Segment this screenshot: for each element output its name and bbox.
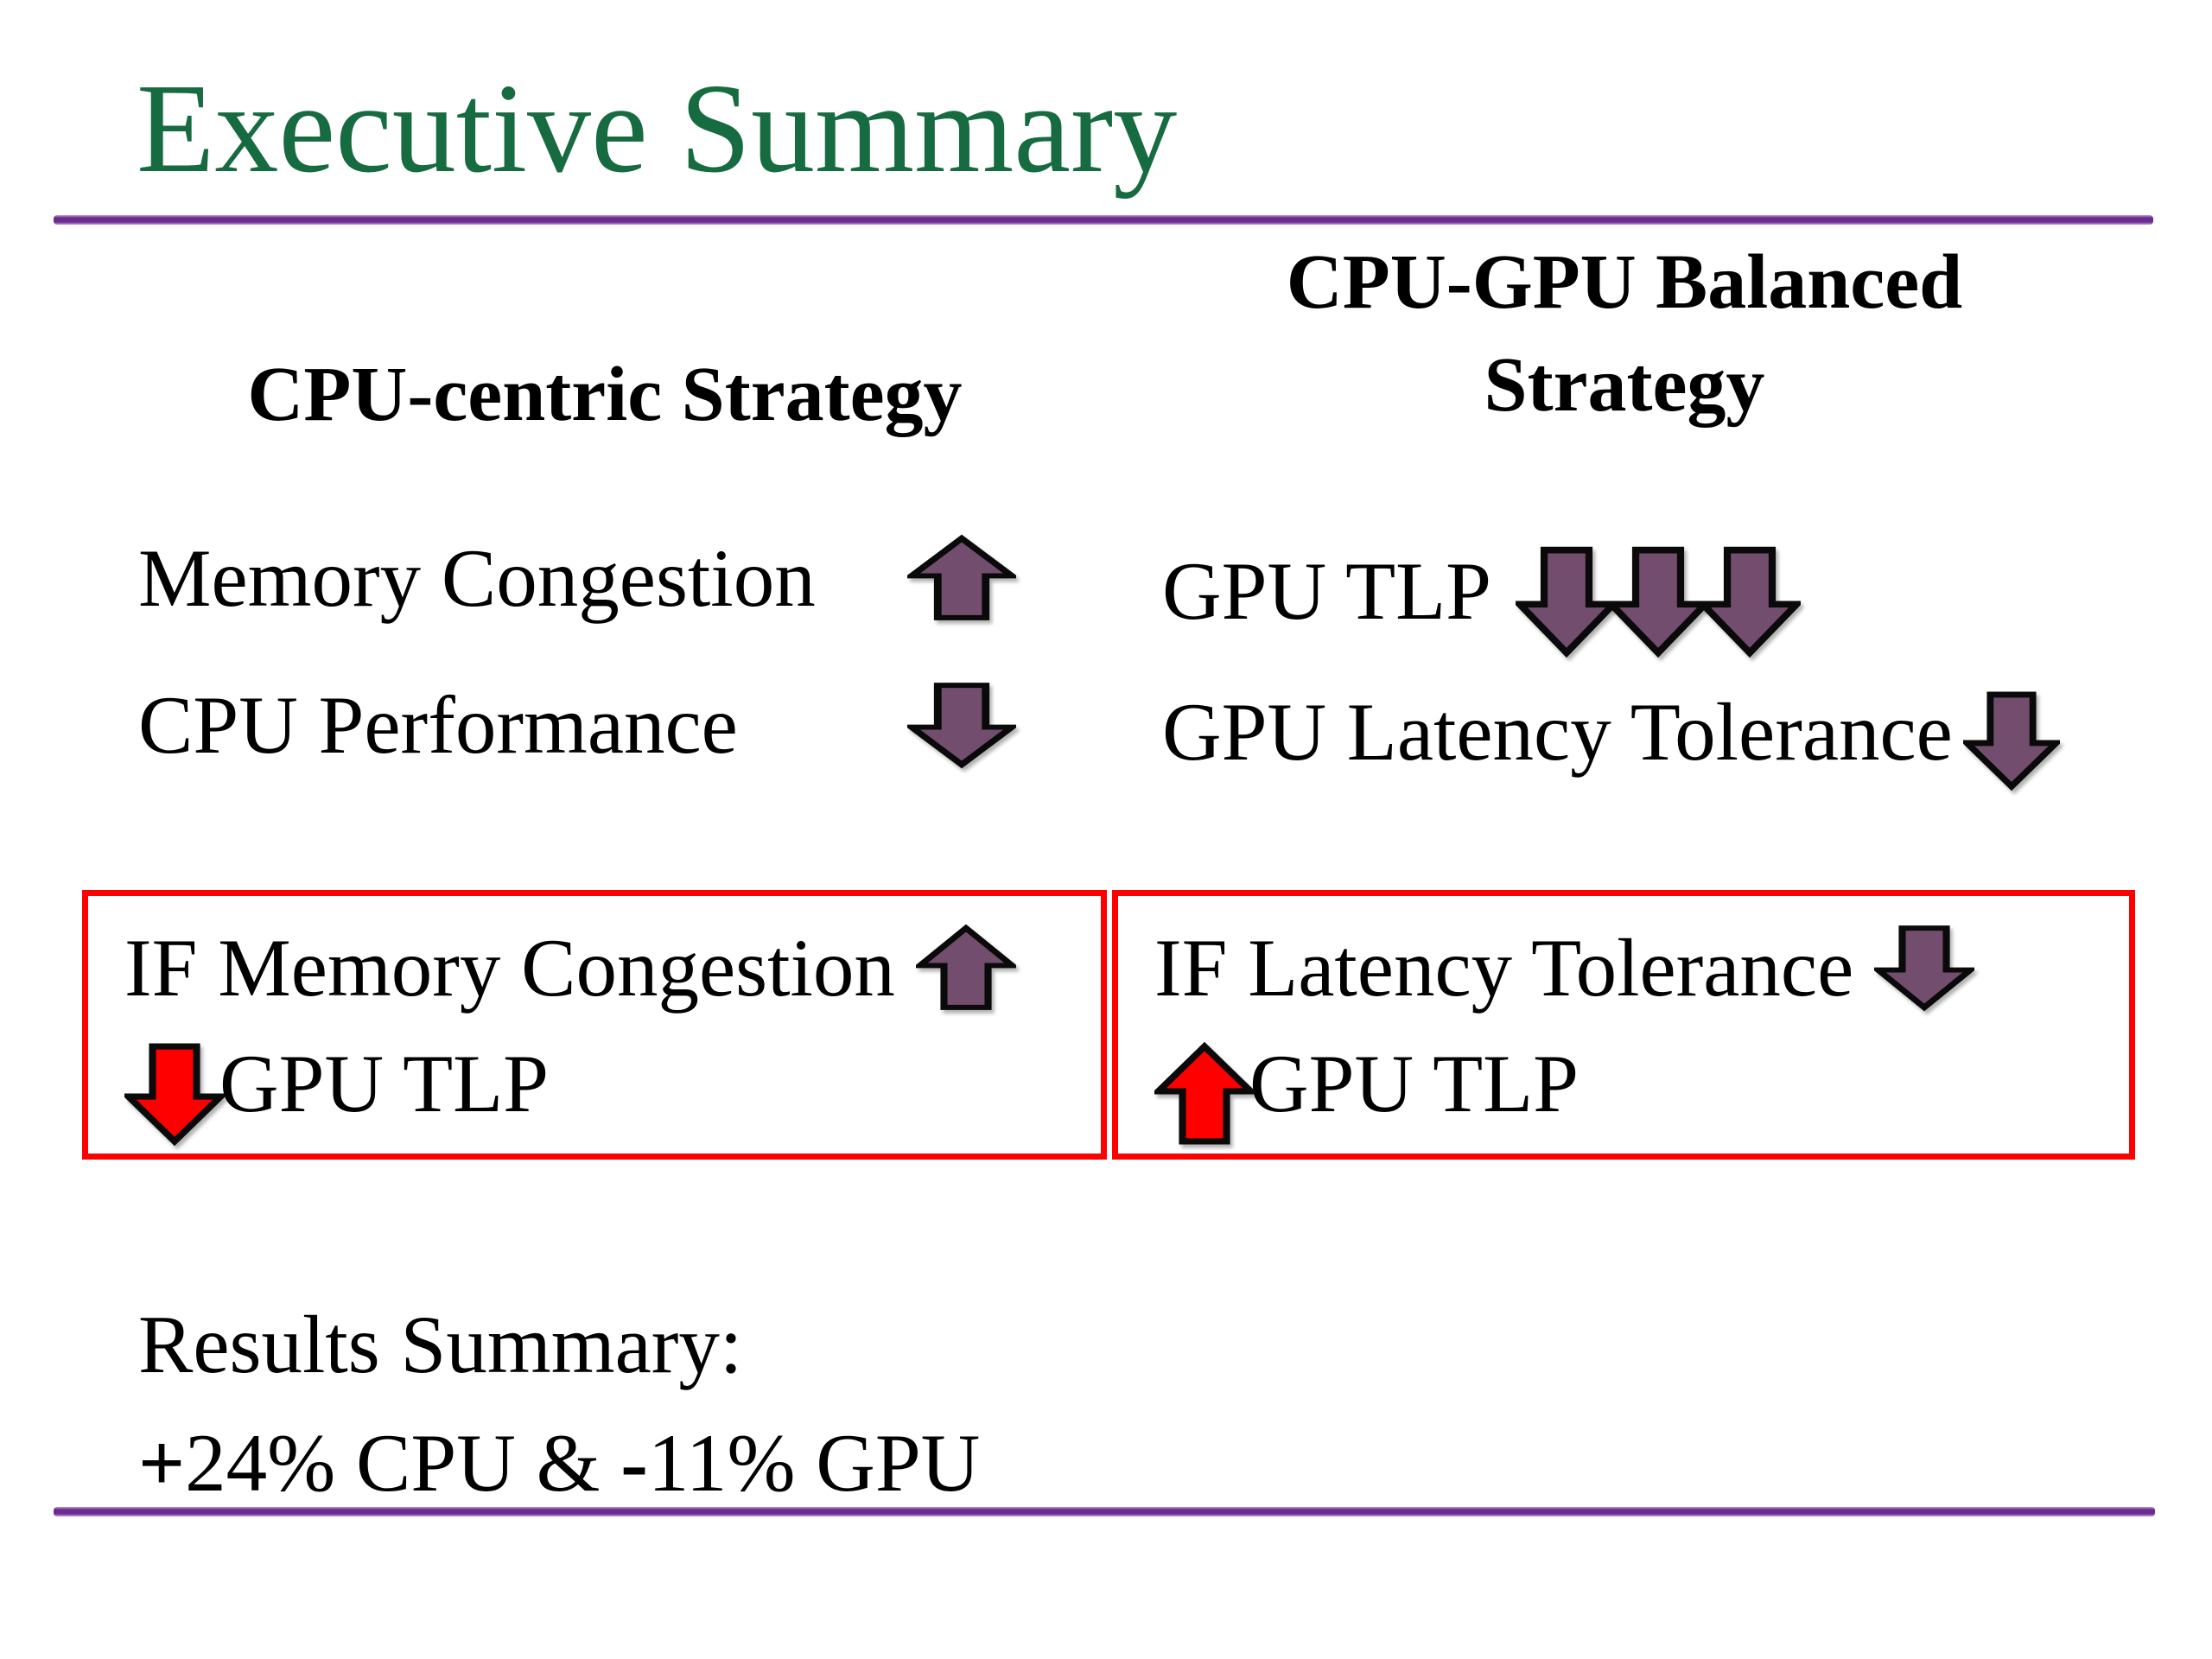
condition-line: IF Memory Congestion [124,924,1084,1013]
row-memory-congestion: Memory Congestion [138,534,1016,623]
minus-sign: - [620,1417,648,1509]
cpu-result-text: 24% CPU & [185,1417,621,1509]
down-arrow-icon [1709,534,1801,648]
row-label: Memory Congestion [138,532,816,624]
highlight-box-cpu-centric: IF Memory Congestion GPU TLP [82,890,1107,1160]
column-header-line2: Strategy [1484,341,1765,428]
consequence-text: GPU TLP [1249,1037,1579,1129]
column-header-cpu-gpu-balanced: CPU-GPU Balanced Strategy [1149,232,2100,437]
results-line: +24% CPU & -11% GPU [138,1419,980,1508]
bottom-divider-rule [54,1507,2155,1516]
column-header-cpu-centric: CPU-centric Strategy [247,352,963,437]
plus-sign: + [138,1417,186,1509]
condition-text: IF Latency Tolerance [1154,922,1854,1014]
condition-text: IF Memory Congestion [124,922,895,1014]
down-arrow-icon [1491,534,1618,648]
page-title: Executive Summary [137,58,1178,200]
gpu-result-text: 11% GPU [647,1417,981,1509]
up-arrow-icon [907,534,1016,622]
consequence-line: GPU TLP [1154,1031,2112,1136]
highlight-box-cpu-gpu-balanced: IF Latency Tolerance GPU TLP [1112,890,2135,1160]
down-arrow-icon [1953,681,2060,783]
title-divider-rule [54,215,2153,225]
row-label: CPU Performance [138,679,738,771]
up-arrow-icon [1154,1031,1249,1136]
condition-line: IF Latency Tolerance [1154,924,2112,1013]
down-arrow-icon [1853,924,1974,1012]
consequence-text: GPU TLP [219,1037,549,1129]
down-arrow-icon [124,1031,219,1136]
down-arrow-icon [1618,534,1709,648]
results-heading: Results Summary: [138,1299,743,1390]
row-cpu-performance: CPU Performance [138,681,1016,770]
row-gpu-latency-tolerance: GPU Latency Tolerance [1162,681,2060,783]
column-header-line1: CPU-GPU Balanced [1286,239,1963,325]
row-label: GPU TLP [1162,544,1491,637]
consequence-line: GPU TLP [124,1031,1084,1136]
down-arrow-icon [907,681,1016,769]
row-gpu-tlp: GPU TLP [1162,534,1801,648]
up-arrow-icon [895,924,1016,1012]
row-label: GPU Latency Tolerance [1162,685,1953,778]
